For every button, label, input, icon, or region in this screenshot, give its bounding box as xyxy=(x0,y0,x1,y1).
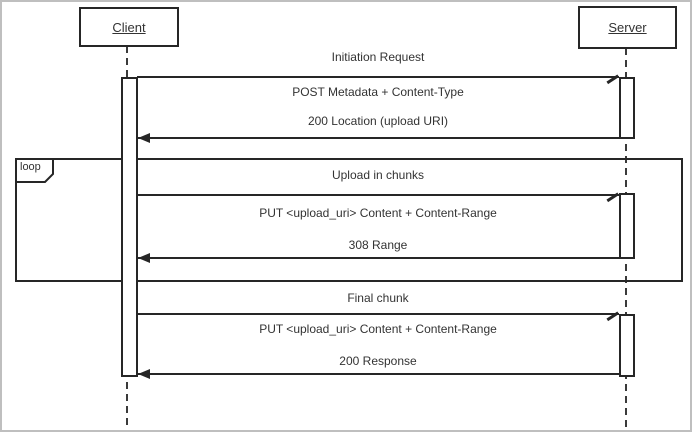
response-arrowhead-2-icon xyxy=(138,253,150,263)
loop-tag-shape xyxy=(15,158,54,183)
actor-client-label: Client xyxy=(112,19,146,35)
message-title-1: Initiation Request xyxy=(331,50,425,64)
actor-client: Client xyxy=(79,7,179,47)
loop-fragment-tag: loop xyxy=(15,158,55,184)
response-line-1 xyxy=(137,137,619,139)
request-line-2 xyxy=(137,194,619,196)
client-activation xyxy=(121,77,138,377)
response-label-3: 200 Response xyxy=(339,354,417,368)
response-arrowhead-1-icon xyxy=(138,133,150,143)
actor-server-label: Server xyxy=(608,20,647,35)
loop-fragment xyxy=(15,158,683,282)
response-line-3 xyxy=(137,373,619,375)
response-arrowhead-3-icon xyxy=(138,369,150,379)
response-label-1: 200 Location (upload URI) xyxy=(307,114,449,128)
request-label-2: PUT <upload_uri> Content + Content-Range xyxy=(259,206,497,220)
server-activation-1 xyxy=(619,77,635,139)
loop-fragment-label: loop xyxy=(20,161,41,173)
request-label-1: POST Metadata + Content-Type xyxy=(292,85,464,99)
message-title-2: Upload in chunks xyxy=(331,168,425,182)
request-line-3 xyxy=(137,313,619,315)
actor-server: Server xyxy=(578,6,677,49)
server-activation-3 xyxy=(619,314,635,377)
request-label-3: PUT <upload_uri> Content + Content-Range xyxy=(259,322,497,336)
response-label-2: 308 Range xyxy=(348,238,408,252)
response-line-2 xyxy=(137,257,619,259)
server-activation-2 xyxy=(619,193,635,259)
message-title-3: Final chunk xyxy=(347,291,409,305)
request-line-1 xyxy=(137,76,619,78)
